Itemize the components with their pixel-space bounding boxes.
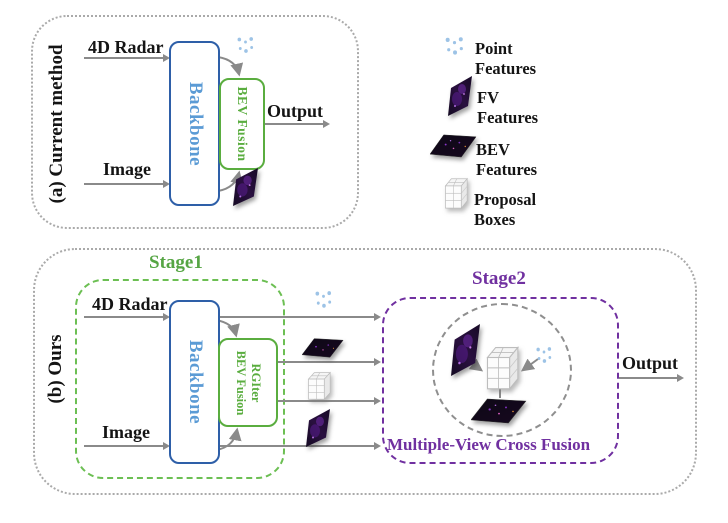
stage2-arrow-points-to-box <box>520 358 539 372</box>
point-features-icon <box>237 37 254 53</box>
panel-b-backbone-box: Backbone <box>169 300 220 464</box>
panel-a-bev-fusion-box: BEV Fusion <box>219 78 265 170</box>
panel-a-backbone-box: Backbone <box>169 41 220 206</box>
panel-b-radar-label: 4D Radar <box>92 294 168 314</box>
panel-b-rgiter-bev-fusion-label: RGIter BEV Fusion <box>233 350 263 415</box>
panel-a-image-arrow <box>84 180 170 188</box>
bev-features-icon <box>471 398 527 424</box>
panel-a-title: (a) Current method <box>46 44 67 204</box>
panel-a-output-arrow <box>265 120 330 128</box>
panel-a-image-label: Image <box>103 159 151 179</box>
legend-label-fv-features: FV Features <box>477 88 539 127</box>
panel-a-bev-fusion-label: BEV Fusion <box>235 86 250 162</box>
proposal-boxes-icon <box>444 177 468 209</box>
bev-features-icon <box>430 134 477 158</box>
panel-a-radar-label: 4D Radar <box>88 37 164 57</box>
panel-b-title: (b) Ours <box>45 334 66 404</box>
panel-a-backbone-label: Backbone <box>184 81 206 166</box>
panel-b-backbone-label: Backbone <box>184 339 206 425</box>
fv-features-icon <box>451 324 480 376</box>
stage1-out-arrow-bev <box>277 358 381 366</box>
panel-a-curve-bottom <box>217 170 244 192</box>
fv-features-icon <box>233 168 258 206</box>
proposal-boxes-icon <box>307 371 331 400</box>
legend-label-bev-features: BEV Features <box>476 140 538 179</box>
panel-b-image-arrow <box>84 442 170 450</box>
panel-b-radar-arrow <box>84 313 170 321</box>
panel-b-image-label: Image <box>102 422 150 442</box>
point-features-icon <box>315 291 332 308</box>
bev-features-icon <box>302 338 344 358</box>
multiple-view-cross-fusion-label: Multiple-View Cross Fusion <box>387 435 591 454</box>
fusion-label-line2: BEV Fusion <box>234 350 248 415</box>
panel-a-output-label: Output <box>267 101 324 121</box>
panel-b-output-label: Output <box>622 353 679 373</box>
fv-features-icon <box>306 409 330 447</box>
legend-label-proposal-boxes: Proposal Boxes <box>474 190 537 229</box>
stage1-label: Stage1 <box>149 252 203 273</box>
point-features-icon <box>536 347 552 363</box>
panel-b-output-arrow <box>619 374 684 382</box>
stage2-region <box>382 297 619 464</box>
legend-label-point-features: Point Features <box>475 39 537 78</box>
fusion-label-line1: RGIter <box>249 363 263 402</box>
point-features-icon <box>445 37 463 55</box>
panel-current-method <box>31 15 359 229</box>
stage1-out-arrow-proposals <box>277 397 381 405</box>
fv-features-icon <box>448 76 472 116</box>
stage1-out-arrow-fv <box>218 442 381 450</box>
stage2-label: Stage2 <box>472 268 526 289</box>
stage2-fusion-circle <box>432 303 572 437</box>
panel-b-rgiter-bev-fusion-box: RGIter BEV Fusion <box>218 338 278 427</box>
stage1-region <box>75 279 285 479</box>
panel-ours <box>33 248 697 495</box>
stage1-out-arrow-points <box>218 313 381 321</box>
proposal-boxes-icon <box>486 346 519 390</box>
panel-a-radar-arrow <box>84 54 170 62</box>
panel-a-curve-top <box>217 56 244 77</box>
